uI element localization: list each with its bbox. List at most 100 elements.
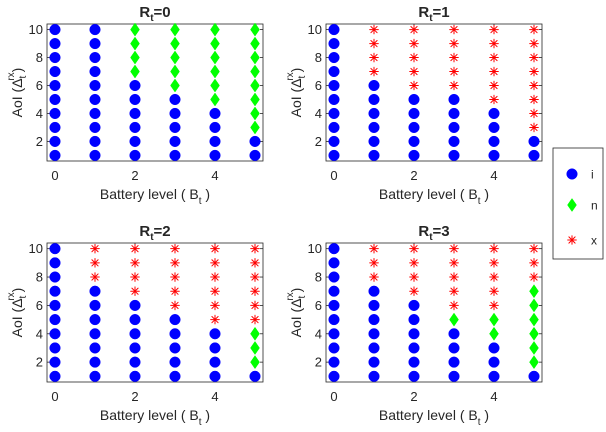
marker-n-b3-a9 xyxy=(170,36,180,51)
marker-i-b1-a6 xyxy=(368,79,380,92)
marker-x-b3-a7 xyxy=(449,66,459,77)
marker-n-b5-a3 xyxy=(250,120,260,135)
marker-i-b0-a8 xyxy=(328,52,340,64)
marker-i-b3-a4 xyxy=(448,107,460,120)
marker-i-b1-a1 xyxy=(89,370,101,382)
marker-i-b3-a4 xyxy=(169,107,181,120)
marker-i-b1-a3 xyxy=(89,342,101,354)
legend-label-x: x xyxy=(591,234,597,248)
y-tick-label: 4 xyxy=(315,326,322,341)
marker-i-b2-a5 xyxy=(408,93,420,106)
marker-i-b3-a1 xyxy=(169,149,181,161)
x-tick-label: 2 xyxy=(131,168,138,183)
marker-i-b2-a2 xyxy=(129,135,141,147)
marker-x-b2-a10 xyxy=(409,24,419,35)
marker-x-b3-a10 xyxy=(449,24,459,35)
marker-i-b3-a3 xyxy=(448,121,460,133)
marker-x-b5-a8 xyxy=(529,52,539,63)
marker-i-b2-a2 xyxy=(408,135,420,147)
x-axis-title: Battery level ( Bt ) xyxy=(379,407,489,428)
marker-i-b5-a1 xyxy=(528,149,540,161)
marker-i-b0-a6 xyxy=(328,79,340,92)
marker-i-b0-a2 xyxy=(328,135,340,147)
marker-i-b1-a6 xyxy=(368,299,380,311)
marker-x-b2-a7 xyxy=(130,286,140,297)
marker-n-b2-a10 xyxy=(130,22,140,37)
marker-x-b1-a8 xyxy=(369,272,379,282)
marker-x-b2-a8 xyxy=(409,52,419,63)
marker-x-b1-a8 xyxy=(90,272,100,282)
y-tick-label: 2 xyxy=(36,355,43,370)
marker-i-b0-a7 xyxy=(328,285,340,297)
marker-x-b2-a7 xyxy=(409,66,419,77)
marker-x-b5-a3 xyxy=(529,122,539,133)
x-tick-label: 0 xyxy=(330,168,337,183)
y-tick-label: 2 xyxy=(315,355,322,370)
y-tick-label: 10 xyxy=(29,22,43,37)
marker-i-b3-a1 xyxy=(448,149,460,161)
y-tick-label: 4 xyxy=(36,326,43,341)
marker-i-b2-a4 xyxy=(129,328,141,340)
marker-x-b4-a9 xyxy=(489,258,499,268)
marker-x-b3-a9 xyxy=(449,38,459,49)
marker-n-b4-a9 xyxy=(210,36,220,51)
marker-i-b0-a9 xyxy=(328,38,340,50)
marker-i-b2-a2 xyxy=(408,356,420,368)
marker-i-b1-a1 xyxy=(368,149,380,161)
marker-i-b0-a2 xyxy=(49,356,61,368)
marker-x-b5-a9 xyxy=(529,38,539,49)
marker-x-b5-a10 xyxy=(250,243,260,254)
marker-i-b1-a6 xyxy=(89,299,101,311)
y-tick-label: 2 xyxy=(36,134,43,149)
y-tick-label: 8 xyxy=(315,50,322,65)
y-tick-label: 8 xyxy=(36,50,43,65)
marker-x-b4-a10 xyxy=(489,24,499,35)
marker-i-b0-a3 xyxy=(49,121,61,133)
marker-i-b1-a5 xyxy=(89,93,101,106)
y-axis-title: AoI (Δtrx) xyxy=(6,68,29,118)
marker-i-b1-a2 xyxy=(368,135,380,147)
marker-i-b5-a1 xyxy=(249,149,261,161)
marker-i-b3-a4 xyxy=(169,328,181,340)
marker-i-b2-a5 xyxy=(129,93,141,106)
marker-n-b5-a2 xyxy=(529,355,539,370)
marker-i-b0-a4 xyxy=(49,107,61,120)
marker-n-b4-a5 xyxy=(489,312,499,327)
marker-x-b5-a6 xyxy=(250,300,260,311)
marker-n-b4-a6 xyxy=(210,78,220,93)
marker-i-b2-a3 xyxy=(129,342,141,354)
marker-x-b5-a6 xyxy=(529,80,539,91)
x-axis-title: Battery level ( Bt ) xyxy=(100,407,210,428)
y-axis-title: AoI (Δtrx) xyxy=(6,288,29,338)
marker-i-b2-a3 xyxy=(408,342,420,354)
marker-i-b0-a4 xyxy=(328,107,340,120)
marker-i-b1-a4 xyxy=(368,107,380,120)
marker-x-b2-a10 xyxy=(130,243,140,254)
y-tick-label: 4 xyxy=(315,106,322,121)
marker-i-b0-a7 xyxy=(328,65,340,78)
marker-n-b5-a3 xyxy=(529,341,539,355)
marker-i-b3-a2 xyxy=(169,356,181,368)
marker-i-b0-a2 xyxy=(328,356,340,368)
marker-i-b0-a8 xyxy=(49,271,61,283)
marker-i-b5-a1 xyxy=(249,370,261,382)
y-axis-title: AoI (Δtrx) xyxy=(285,68,308,118)
marker-i-b0-a1 xyxy=(49,370,61,382)
y-tick-label: 4 xyxy=(36,106,43,121)
marker-i-b1-a3 xyxy=(89,121,101,133)
marker-i-b2-a1 xyxy=(408,370,420,382)
marker-i-b4-a3 xyxy=(488,121,500,133)
marker-i-b3-a1 xyxy=(448,370,460,382)
marker-i-b2-a6 xyxy=(408,299,420,311)
legend-label-i: i xyxy=(591,168,594,182)
marker-i-b3-a3 xyxy=(448,342,460,354)
marker-i-b2-a4 xyxy=(408,107,420,120)
y-tick-label: 6 xyxy=(36,78,43,93)
marker-i-b0-a9 xyxy=(328,257,340,269)
marker-i-b0-a5 xyxy=(49,314,61,326)
marker-i-b3-a5 xyxy=(169,93,181,106)
marker-x-b1-a10 xyxy=(369,24,379,35)
marker-x-b2-a8 xyxy=(409,272,419,282)
marker-x-b5-a4 xyxy=(529,108,539,119)
